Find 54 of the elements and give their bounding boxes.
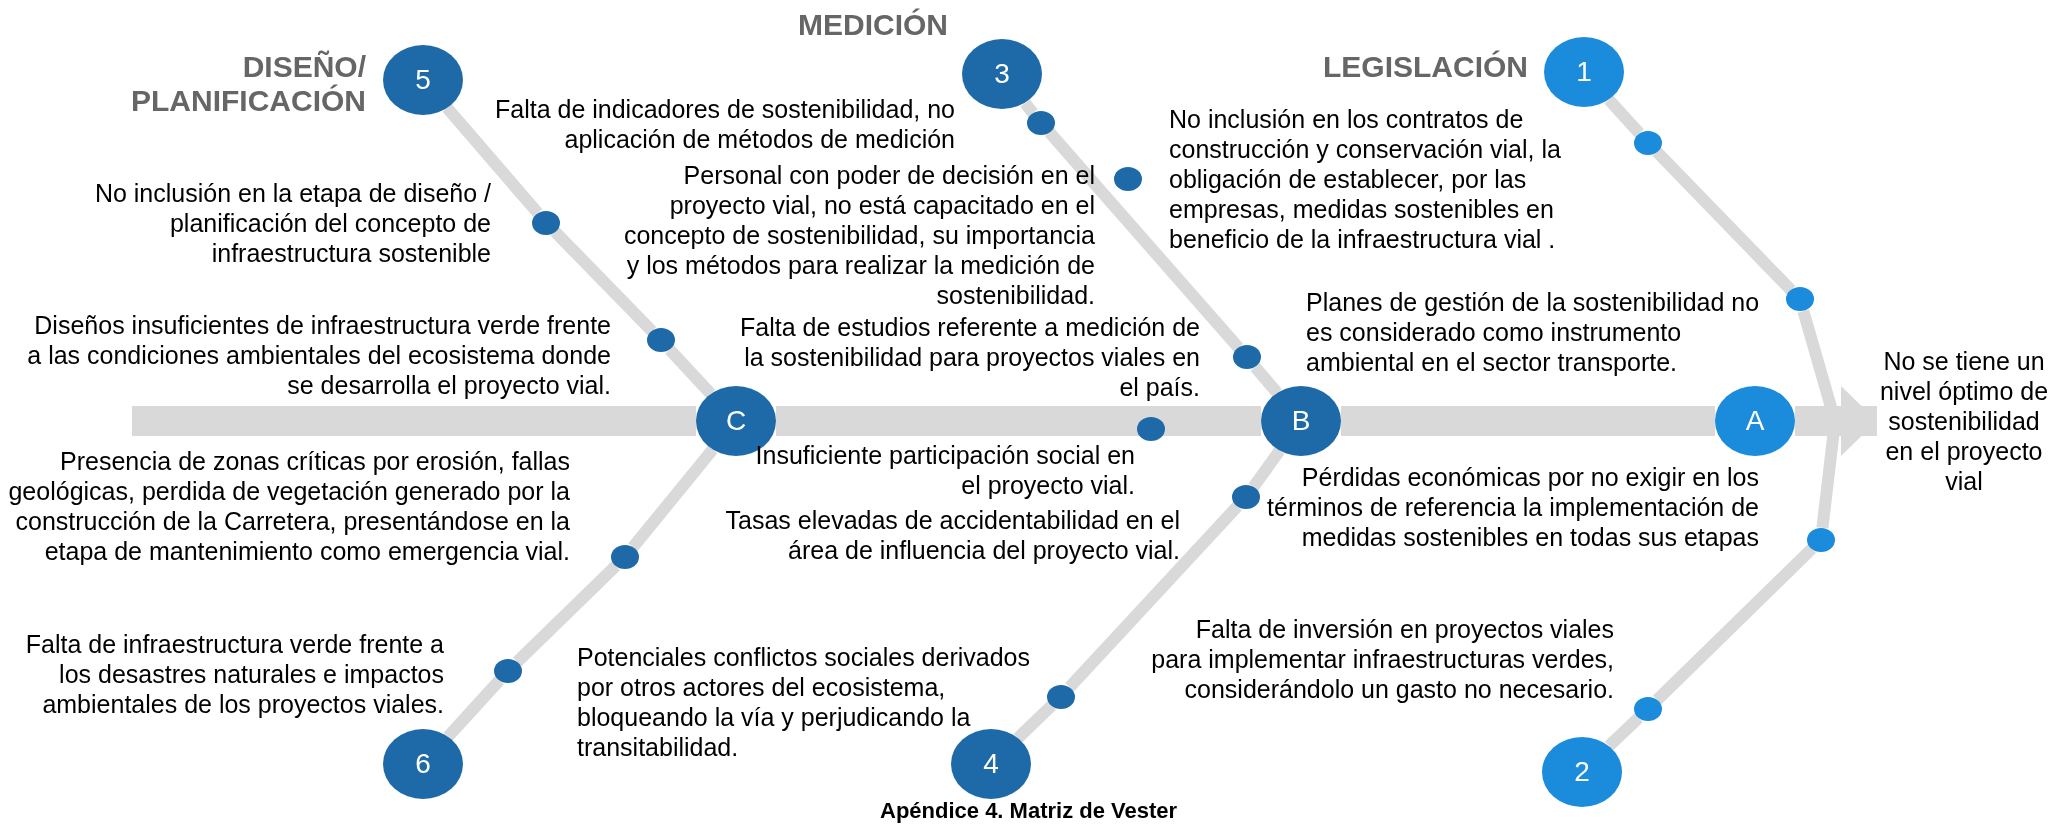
label-circle: 5 [383,45,463,115]
bullet-dot [1114,166,1142,191]
bone-line [1604,713,1643,751]
category-heading: MEDICIÓN [797,8,949,42]
category-heading: DISEÑO/ PLANIFICACIÓN [130,50,366,118]
cause-text: Falta de infraestructura verde frente a los desastres naturales e impactos ambientales de los proyectos viales. [24,629,444,719]
cause-text: Personal con poder de decisión en el proyecto vial, no está capacitado en el concepto de sostenibilidad, su importancia y los métodos para realizar la medición de sostenibilidad. [622,160,1095,310]
bone-line [1044,128,1244,352]
bone-line [1250,363,1282,397]
category-heading: LEGISLACIÓN [1322,50,1528,84]
effect-text: No se tiene un nivel óptimo de sostenibilidad en el proyecto vial [1878,346,2050,496]
bullet-dot [1047,684,1075,709]
spine-arrow [1795,386,1877,456]
cause-text: Tasas elevadas de accidentabilidad en el área de influencia del proyecto vial. [724,505,1180,565]
bullet-dot [1232,485,1260,510]
bullet-dot [1786,287,1814,312]
bullet-dot [532,210,560,235]
spine-line [132,406,696,436]
bone-line [1653,544,1816,705]
bullet-dot [1634,130,1662,155]
label-circle: 2 [1542,736,1622,807]
cause-text: Presencia de zonas críticas por erosión, fallas geológicas, perdida de vegetación generado por la construcción de la Carretera, presentándose en la etapa de mantenimiento como emergencia vial. [7,446,570,566]
caption: Apéndice 4. Matriz de Vester [880,798,1178,824]
bullet-dot [494,658,522,683]
bone-line [1020,99,1038,117]
spine-line [1341,406,1715,436]
cause-text: Planes de gestión de la sostenibilidad no es considerado como instrumento ambiental en el sector transporte. [1306,287,1761,377]
bone-line [1065,502,1242,692]
cause-text: Falta de inversión en proyectos viales para implementar infraestructuras verdes, considerándolo un gasto no necesario. [1150,614,1614,704]
label-circle: B [1261,386,1341,457]
bullet-dot [1233,345,1261,370]
cause-text: Falta de indicadores de sostenibilidad, no aplicación de métodos de medición [493,94,955,154]
bullet-dot [1634,696,1662,721]
label-circle: 6 [383,729,463,799]
bone-line [443,676,504,741]
cause-text: Diseños insuficientes de infraestructura verde frente a las condiciones ambientales del ecosistema donde se desarrolla el proyecto vial. [26,310,611,400]
bone-line [550,227,657,336]
bullet-dot [1027,110,1055,135]
bone-line [665,345,716,398]
label-circle: A [1715,386,1795,457]
label-circle: 1 [1544,37,1624,108]
cause-text: No inclusión en la etapa de diseño / planificación del concepto de infraestructura sostenible [93,178,491,268]
bone-line [1652,147,1796,295]
bullet-dot [647,328,675,353]
label-circle: 3 [962,39,1042,110]
bullet-dot [1807,527,1835,552]
bone-line [513,561,620,667]
bone-line [628,445,718,551]
bone-line [1604,95,1644,138]
bone-line [1013,701,1056,743]
bullet-dot [611,544,639,569]
bone-line [1248,447,1285,491]
bone-line [442,103,543,217]
cause-text: Pérdidas económicas por no exigir en los términos de referencia la implementación de medidas sostenibles en todas sus etapas [1266,462,1759,552]
